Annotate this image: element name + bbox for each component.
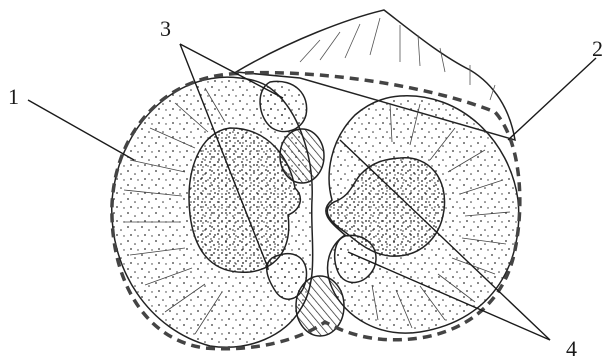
label-2: 2 <box>592 36 603 61</box>
small-lower-lobe-right <box>335 235 376 282</box>
label-3: 3 <box>160 16 171 41</box>
label-4: 4 <box>566 336 577 360</box>
label-1: 1 <box>8 84 19 109</box>
leader-line-1 <box>28 100 134 160</box>
hatched-body-upper <box>280 129 324 183</box>
leader-line-2 <box>508 58 596 140</box>
